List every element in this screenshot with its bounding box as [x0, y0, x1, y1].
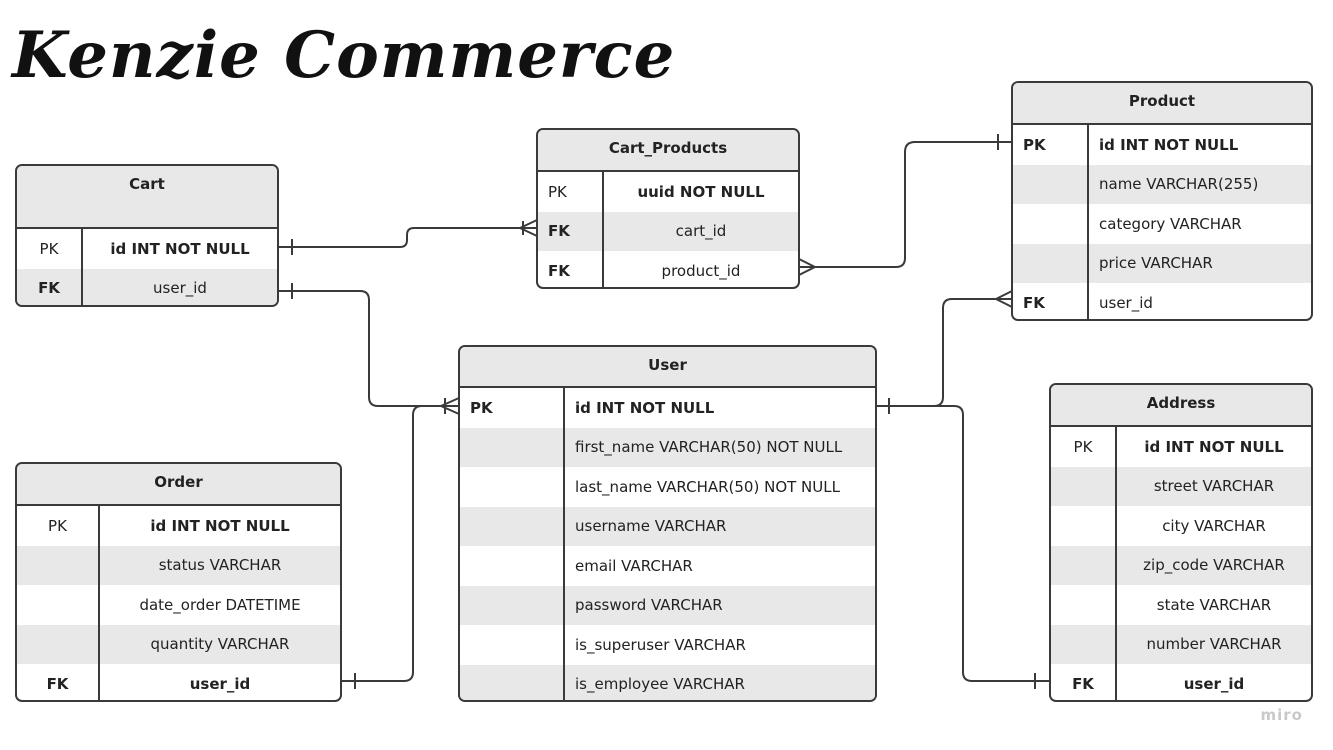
entity-user[interactable]: User PK id INT NOT NULL first_name VARCH…: [458, 345, 877, 702]
field-cell: category VARCHAR: [1099, 214, 1242, 233]
entity-order[interactable]: Order PK id INT NOT NULL status VARCHAR …: [15, 462, 342, 702]
field-cell: uuid NOT NULL: [637, 182, 765, 201]
field-cell: id INT NOT NULL: [110, 239, 250, 258]
key-cell: [460, 585, 565, 625]
relationship-line-cart-user: [279, 290, 459, 407]
entity-header: User: [460, 347, 875, 388]
field-cell: is_superuser VARCHAR: [575, 635, 746, 654]
entity-header: Order: [17, 464, 340, 506]
key-cell: [1051, 466, 1117, 506]
relationship-line-user-product: [876, 298, 1012, 407]
relationship-line-product-cart-products: [799, 141, 1012, 268]
key-cell: [460, 664, 565, 700]
key-cell: PK: [460, 388, 565, 428]
field-cell: date_order DATETIME: [139, 595, 301, 614]
many-marker: [798, 258, 816, 276]
diagram-title: Kenzie Commerce: [12, 18, 676, 93]
field-cell: id INT NOT NULL: [575, 398, 715, 417]
key-cell: [460, 506, 565, 546]
field-cell: number VARCHAR: [1146, 635, 1282, 654]
entity-address[interactable]: Address PK id INT NOT NULL street VARCHA…: [1049, 383, 1313, 702]
key-cell: [460, 625, 565, 665]
key-cell: FK: [17, 664, 100, 700]
key-cell: FK: [1013, 283, 1089, 319]
key-cell: PK: [1051, 427, 1117, 467]
field-cell: state VARCHAR: [1156, 595, 1272, 614]
key-cell: PK: [17, 229, 83, 269]
key-cell: [17, 624, 100, 664]
entity-header: Product: [1013, 83, 1311, 125]
field-cell: user_id: [153, 279, 207, 298]
field-cell: password VARCHAR: [575, 596, 723, 615]
field-cell: id INT NOT NULL: [1099, 135, 1239, 154]
key-cell: [1051, 545, 1117, 585]
field-cell: street VARCHAR: [1153, 477, 1275, 496]
relationship-line-cart-cart-products: [279, 227, 537, 248]
key-cell: FK: [17, 268, 83, 305]
relationship-line-order-user: [342, 405, 459, 682]
field-cell: user_id: [1099, 293, 1153, 312]
key-cell: FK: [538, 211, 604, 251]
field-cell: user_id: [1183, 674, 1245, 693]
field-cell: quantity VARCHAR: [150, 635, 290, 654]
field-cell: last_name VARCHAR(50) NOT NULL: [575, 477, 840, 496]
field-cell: zip_code VARCHAR: [1143, 556, 1285, 575]
key-cell: PK: [538, 172, 604, 212]
field-cell: username VARCHAR: [575, 517, 727, 536]
key-cell: FK: [538, 251, 604, 287]
key-cell: [1051, 624, 1117, 664]
field-cell: city VARCHAR: [1162, 516, 1266, 535]
entity-header: Address: [1051, 385, 1311, 427]
field-cell: email VARCHAR: [575, 556, 693, 575]
key-cell: PK: [1013, 125, 1089, 165]
field-cell: cart_id: [675, 222, 727, 241]
key-cell: [460, 467, 565, 507]
key-cell: [460, 427, 565, 467]
key-cell: [1051, 506, 1117, 546]
field-cell: id INT NOT NULL: [1144, 437, 1284, 456]
key-cell: FK: [1051, 664, 1117, 700]
key-cell: [1013, 164, 1089, 204]
field-cell: status VARCHAR: [158, 556, 282, 575]
entity-header: Cart_Products: [538, 130, 798, 172]
key-cell: [17, 545, 100, 585]
key-cell: [460, 546, 565, 586]
field-cell: product_id: [661, 261, 741, 280]
entity-header: Cart: [17, 166, 277, 229]
key-cell: [1013, 204, 1089, 244]
field-cell: price VARCHAR: [1099, 254, 1213, 273]
entity-cart-products[interactable]: Cart_Products PK uuid NOT NULL FK cart_i…: [536, 128, 800, 289]
field-cell: id INT NOT NULL: [150, 516, 290, 535]
relationship-line-user-address: [876, 405, 1050, 682]
key-cell: [1051, 585, 1117, 625]
entity-cart[interactable]: Cart PK id INT NOT NULL FK user_id: [15, 164, 279, 307]
field-cell: is_employee VARCHAR: [575, 675, 745, 694]
many-marker: [995, 290, 1013, 308]
key-cell: [17, 585, 100, 625]
key-cell: PK: [17, 506, 100, 546]
field-cell: name VARCHAR(255): [1099, 175, 1259, 194]
entity-product[interactable]: Product PK id INT NOT NULL name VARCHAR(…: [1011, 81, 1313, 321]
field-cell: user_id: [189, 674, 251, 693]
miro-watermark: miro: [1260, 706, 1303, 724]
key-cell: [1013, 243, 1089, 283]
field-cell: first_name VARCHAR(50) NOT NULL: [575, 438, 843, 457]
